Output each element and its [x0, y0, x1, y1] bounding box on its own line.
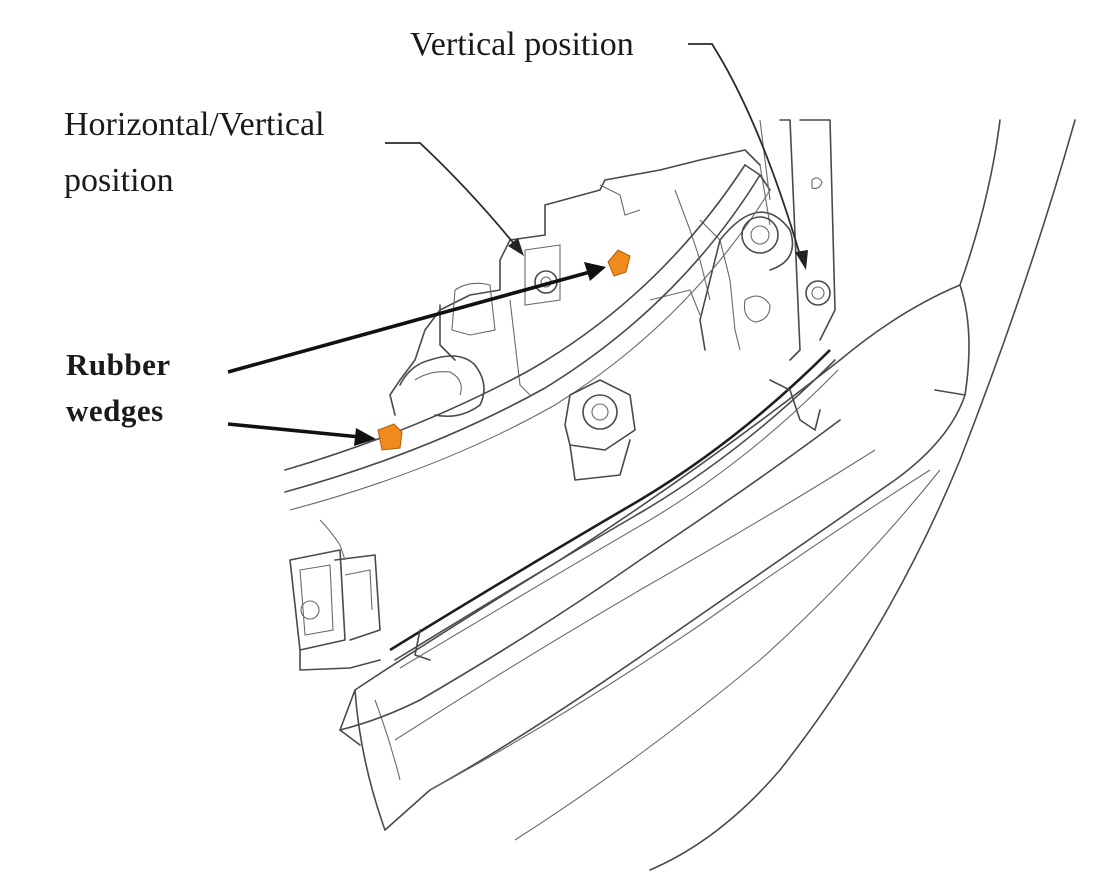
arrowhead-vertical	[795, 250, 808, 270]
bezel-curve	[284, 164, 771, 511]
arrowhead-upper-wedge	[584, 262, 606, 281]
arrowhead-lower-wedge	[354, 428, 376, 446]
arrow-to-upper-wedge	[227, 270, 591, 374]
headlamp-housing	[399, 119, 836, 396]
label-wedges: wedges	[66, 393, 164, 428]
label-horizontal-vertical: Horizontal/Vertical	[64, 106, 325, 143]
adjuster-pivot	[741, 216, 779, 254]
label-rubber: Rubber	[66, 347, 171, 382]
arrowhead-horizontal-vertical	[508, 238, 524, 256]
arrow-to-lower-wedge	[227, 422, 361, 439]
label-vertical-position: Vertical position	[410, 26, 634, 63]
leader-horizontal-vertical	[385, 142, 516, 246]
adjuster-boss	[564, 379, 636, 481]
headlamp-lens	[339, 119, 1076, 871]
leader-vertical-position	[688, 43, 801, 256]
connector-block	[289, 519, 381, 671]
rubber-wedge-icon	[607, 249, 631, 277]
adjuster-screw-icon	[805, 280, 831, 306]
lens-strip	[389, 349, 839, 669]
rubber-wedge-icon	[377, 423, 403, 451]
bulb-socket	[389, 282, 496, 418]
label-horizontal-vertical-position: position	[64, 162, 174, 199]
